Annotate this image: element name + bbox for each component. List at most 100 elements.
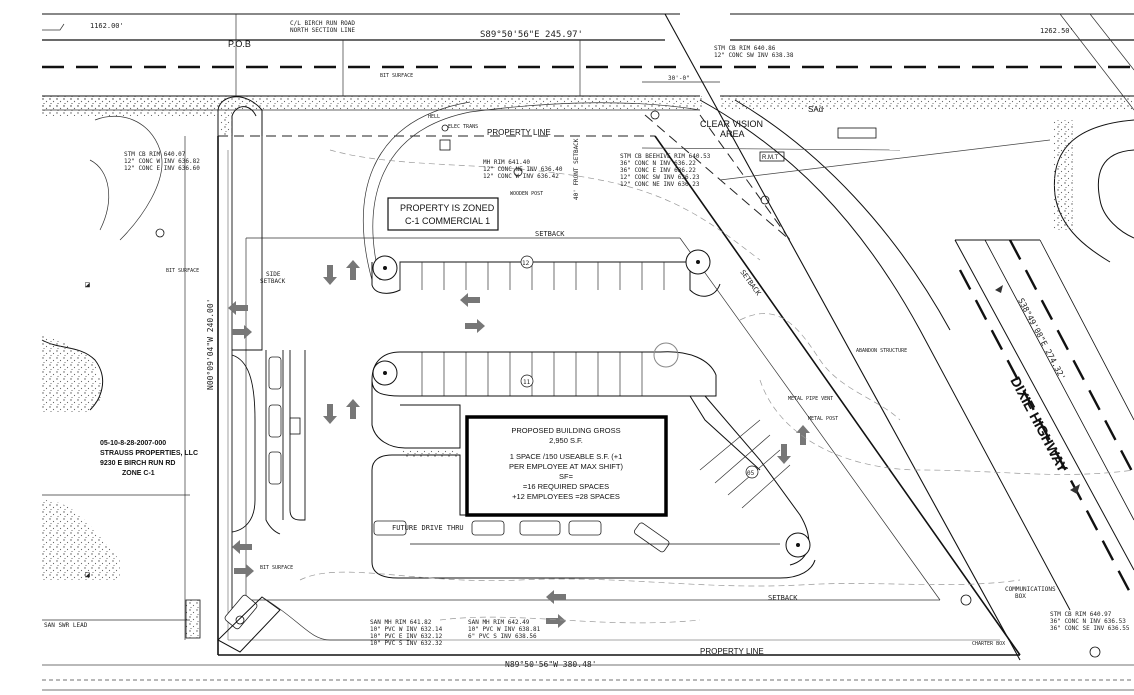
svg-text:10" PVC W INV 638.81: 10" PVC W INV 638.81: [468, 626, 541, 633]
svg-text:=16 REQUIRED SPACES: =16 REQUIRED SPACES: [523, 482, 609, 491]
svg-text:1 SPACE /150 USEABLE S.F. (+1: 1 SPACE /150 USEABLE S.F. (+1: [510, 452, 623, 461]
bearing-left: N00°09'04"W 240.00': [206, 298, 215, 390]
svg-text:36" CONC N INV 636.53: 36" CONC N INV 636.53: [1050, 618, 1126, 625]
svg-text:HELL: HELL: [428, 114, 440, 120]
svg-text:STM CB RIM 640.97: STM CB RIM 640.97: [1050, 611, 1112, 618]
dist-right: 1262.50': [1040, 27, 1074, 35]
svg-text:05: 05: [747, 470, 755, 477]
dixie-highway-label: DIXIE HIGHWAY: [1007, 374, 1071, 476]
bearing-top: S89°50'56"E 245.97': [480, 30, 583, 40]
svg-text:WOODEN POST: WOODEN POST: [510, 191, 543, 197]
utility-symbols: [155, 110, 1101, 658]
rmt-label: R.M.T: [762, 155, 779, 161]
svg-text:CHARTER BOX: CHARTER BOX: [972, 641, 1005, 647]
dumpster-enclosure: [217, 596, 281, 653]
svg-text:METAL POST: METAL POST: [808, 416, 838, 422]
svg-text:PER EMPLOYEE AT MAX SHIFT): PER EMPLOYEE AT MAX SHIFT): [509, 462, 623, 471]
svg-text:10" PVC W INV 632.14: 10" PVC W INV 632.14: [370, 626, 443, 633]
future-drive-thru: FUTURE DRIVE THRU: [392, 524, 464, 532]
front-setback-40: 40' FRONT SETBACK: [573, 138, 580, 200]
pob-label: P.O.B: [228, 39, 251, 49]
bit-surface-bottom: BIT SURFACE: [260, 565, 293, 571]
zoning-box: [387, 197, 499, 231]
svg-text:ELEC TRANS: ELEC TRANS: [448, 124, 478, 130]
zoning-line-1: PROPERTY IS ZONED: [400, 203, 495, 213]
bit-surface-left: BIT SURFACE: [166, 268, 199, 274]
comm-box-1: COMMUNICATIONS: [1005, 586, 1056, 593]
dim-30: 30'-0": [668, 75, 690, 82]
contours: [299, 149, 1134, 624]
hwy-arrow-2: [1070, 484, 1080, 494]
sanitary-lead-curve: [261, 596, 410, 641]
svg-text:12" CONC NE INV 636.23: 12" CONC NE INV 636.23: [620, 181, 700, 188]
birch-run-road: [42, 13, 1134, 111]
landscape-islands: [372, 249, 811, 558]
svg-text:12" CONC W INV 636.82: 12" CONC W INV 636.82: [124, 158, 200, 165]
svg-text:METAL PIPE VENT: METAL PIPE VENT: [788, 396, 833, 402]
clear-vision-1: CLEAR VISION: [700, 119, 763, 129]
existing-drive-curves: [89, 96, 701, 281]
left-access-drive: [231, 136, 306, 620]
svg-text:12" CONC SW INV 636.23: 12" CONC SW INV 636.23: [620, 174, 700, 181]
proposed-building: [465, 415, 668, 517]
svg-text:2,950 S.F.: 2,950 S.F.: [549, 436, 583, 445]
svg-text:36" CONC SE INV 636.55: 36" CONC SE INV 636.55: [1050, 625, 1130, 632]
svg-text:36" CONC N INV 636.22: 36" CONC N INV 636.22: [620, 160, 696, 167]
svg-text:STM CB BEEHIVE RIM 640.53: STM CB BEEHIVE RIM 640.53: [620, 153, 711, 160]
clear-vision-2: AREA: [720, 129, 745, 139]
property-line-top: PROPERTY LINE: [487, 128, 551, 137]
sign-box: [837, 127, 877, 139]
parking-layout: [371, 261, 816, 579]
san-swr-lead: SAN SWR LEAD: [44, 622, 88, 629]
dixie-highway-road: [664, 13, 1134, 661]
svg-text:PROPOSED BUILDING GROSS: PROPOSED BUILDING GROSS: [511, 426, 620, 435]
stall-numbers: 12 11 05: [520, 255, 759, 479]
svg-text:10" PVC E INV 632.12: 10" PVC E INV 632.12: [370, 633, 443, 640]
clear-vision-triangle: [644, 114, 791, 241]
owner-line-2: STRAUSS PROPERTIES, LLC: [100, 450, 198, 457]
property-line-bottom: PROPERTY LINE: [700, 647, 764, 656]
bearing-right: S38°49'08"E 274.32': [1016, 297, 1067, 382]
dist-left: 1162.00': [90, 22, 124, 30]
svg-text:11: 11: [523, 379, 531, 386]
svg-text:10" PVC S INV 632.32: 10" PVC S INV 632.32: [370, 640, 443, 647]
bearing-bottom: N89°50'56"W 380.48': [505, 660, 597, 669]
setback-lines: [227, 150, 1000, 641]
owner-line-3: 9230 E BIRCH RUN RD: [100, 460, 175, 467]
setback-bottom: SETBACK: [768, 594, 798, 602]
svg-text:12" CONC NE INV 636.40: 12" CONC NE INV 636.40: [483, 166, 563, 173]
rmt-box: [759, 151, 785, 162]
svg-text:12" CONC W INV 636.42: 12" CONC W INV 636.42: [483, 173, 559, 180]
side-setback-1: SIDE: [266, 271, 281, 278]
sad-label: SAd: [808, 105, 823, 114]
svg-text:SF=: SF=: [559, 472, 574, 481]
owner-line-1: 05-10-8-28-2007-000: [100, 440, 166, 447]
owner-line-4: ZONE C-1: [122, 470, 155, 477]
left-parcel: ◪ ◪: [41, 136, 201, 640]
svg-text:36" CONC E INV 636.22: 36" CONC E INV 636.22: [620, 167, 696, 174]
svg-text:SAN MH RIM 642.49: SAN MH RIM 642.49: [468, 619, 530, 626]
svg-text:+12 EMPLOYEES =28 SPACES: +12 EMPLOYEES =28 SPACES: [512, 492, 620, 501]
svg-text:STM CB RIM 640.07: STM CB RIM 640.07: [124, 151, 186, 158]
structure-labels: STM CB RIM 640.07 12" CONC W INV 636.82 …: [124, 45, 1130, 647]
svg-text:12" CONC E INV 636.60: 12" CONC E INV 636.60: [124, 165, 200, 172]
utility-lines: [42, 139, 1134, 691]
zoning-line-2: C-1 COMMERCIAL 1: [405, 216, 490, 226]
building-notes: PROPOSED BUILDING GROSS 2,950 S.F. 1 SPA…: [509, 426, 623, 501]
svg-text:12: 12: [522, 260, 530, 267]
bit-surface-top: BIT SURFACE: [380, 73, 413, 79]
property-boundary: [217, 135, 1021, 656]
svg-text:MH RIM 641.40: MH RIM 641.40: [483, 159, 530, 166]
section-line-label-1: C/L BIRCH RUN ROAD: [290, 20, 355, 27]
svg-text:12" CONC SW INV 638.38: 12" CONC SW INV 638.38: [714, 52, 794, 59]
comm-box-2: BOX: [1015, 593, 1026, 600]
section-line-label-2: NORTH SECTION LINE: [290, 27, 355, 34]
hwy-arrow-1: [995, 285, 1003, 293]
setback-top: SETBACK: [535, 230, 565, 238]
svg-text:6" PVC S INV 638.56: 6" PVC S INV 638.56: [468, 633, 537, 640]
svg-text:ABANDON STRUCTURE: ABANDON STRUCTURE: [856, 348, 907, 354]
traffic-arrows: [228, 260, 810, 628]
svg-text:SAN MH RIM 641.82: SAN MH RIM 641.82: [370, 619, 432, 626]
svg-text:STM CB RIM 640.86: STM CB RIM 640.86: [714, 45, 776, 52]
